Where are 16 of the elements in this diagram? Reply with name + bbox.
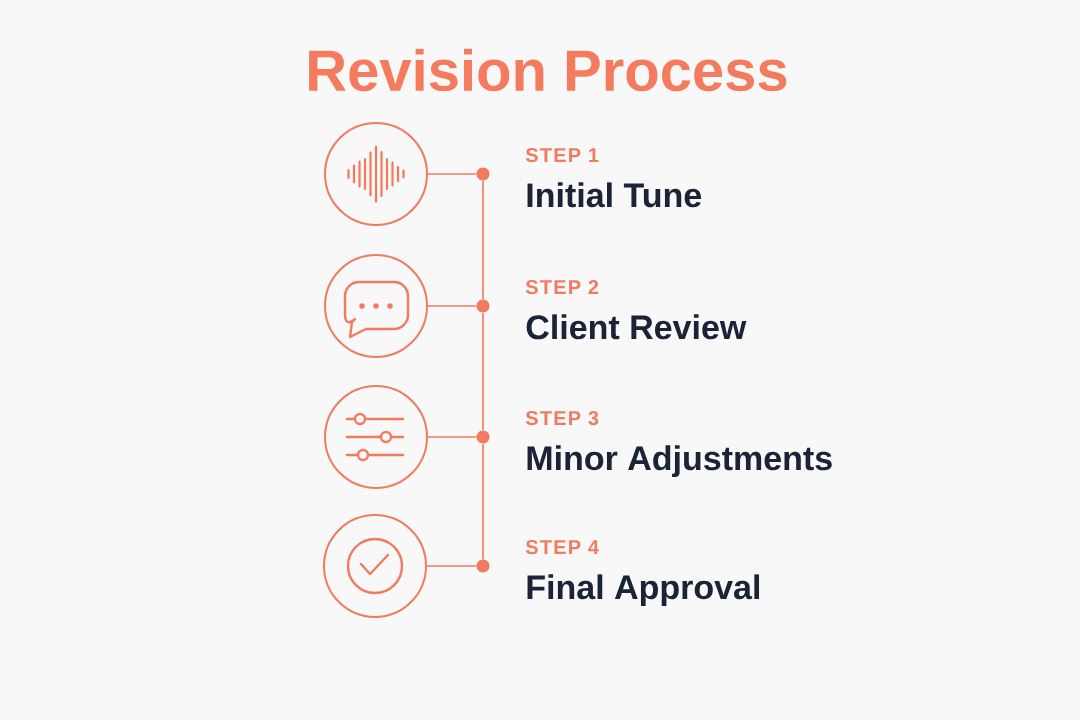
- connector-line: [427, 173, 478, 175]
- step-label: STEP 3: [525, 411, 599, 426]
- connector-line: [427, 305, 478, 307]
- step-title: Initial Tune: [527, 182, 702, 208]
- connector-line: [426, 565, 478, 567]
- step-title: Final Approval: [527, 574, 759, 607]
- step-label: STEP 4: [525, 540, 599, 555]
- connector-line: [482, 311, 484, 432]
- step-title: Minor Adjustments: [527, 445, 832, 478]
- step-label: STEP 2: [525, 280, 599, 295]
- diagram-title: Revision Process: [309, 48, 787, 92]
- connector-line: [427, 436, 478, 438]
- step-title: Client Review: [526, 314, 747, 340]
- connector-line: [482, 179, 484, 301]
- step-label: STEP 1: [525, 148, 599, 163]
- connector-line: [482, 442, 484, 561]
